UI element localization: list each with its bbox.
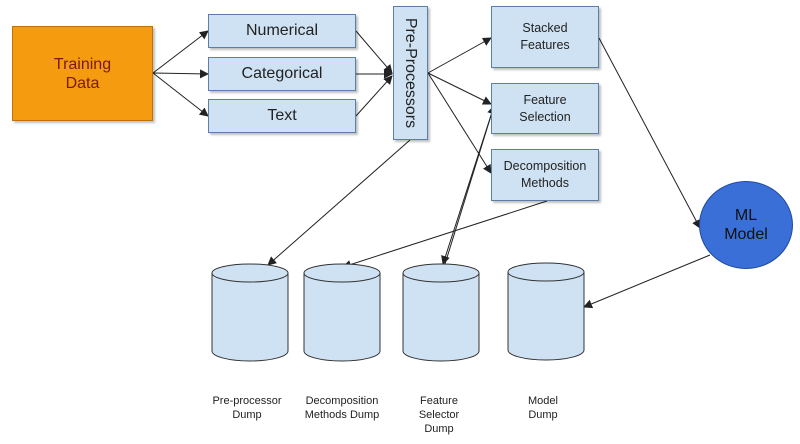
text-box: Text bbox=[208, 99, 356, 133]
feature-selection-box: Feature Selection bbox=[491, 83, 599, 134]
decomposition-dump-cylinder bbox=[303, 263, 381, 362]
model-dump-label: Model Dump bbox=[528, 395, 558, 421]
arrow-selection-to-selector-dump bbox=[441, 105, 495, 265]
arrow-preprocessors-to-decomposition bbox=[427, 72, 492, 174]
feature-selector-dump-label: Feature Selector Dump bbox=[418, 395, 460, 435]
arrow-model-to-model-dump bbox=[583, 254, 711, 309]
categorical-box: Categorical bbox=[208, 57, 356, 91]
preprocessors-box: Pre-Processors bbox=[393, 6, 428, 140]
preprocessors-label: Pre-Processors bbox=[402, 17, 420, 129]
ml-model-node: ML Model bbox=[699, 181, 793, 269]
feature-selector-dump-cylinder bbox=[402, 263, 480, 362]
arrow-training-to-numerical bbox=[152, 30, 209, 74]
stacked-features-box: Stacked Features bbox=[491, 6, 599, 68]
arrow-preprocessors-to-stacked bbox=[427, 37, 492, 74]
preprocessor-dump-label: Pre-processor Dump bbox=[212, 395, 282, 421]
arrow-stacked-to-model bbox=[598, 37, 701, 229]
arrow-text-to-preprocessors bbox=[355, 75, 393, 117]
decomposition-methods-box: Decomposition Methods bbox=[491, 149, 599, 201]
arrow-training-to-categorical bbox=[152, 69, 209, 79]
arrow-numerical-to-preprocessors bbox=[355, 30, 393, 74]
training-data-box: Training Data bbox=[12, 26, 153, 121]
model-dump-cylinder bbox=[507, 262, 585, 361]
arrow-preprocessors-to-preprocessor-dump bbox=[267, 139, 411, 266]
numerical-box: Numerical bbox=[208, 14, 356, 48]
arrow-training-to-text bbox=[152, 72, 209, 117]
decomposition-dump-label: Decomposition Methods Dump bbox=[304, 395, 380, 421]
preprocessor-dump-cylinder bbox=[211, 263, 289, 362]
arrow-decomposition-to-decomposition-dump bbox=[342, 200, 548, 269]
arrow-preprocessors-to-selection bbox=[427, 72, 492, 105]
